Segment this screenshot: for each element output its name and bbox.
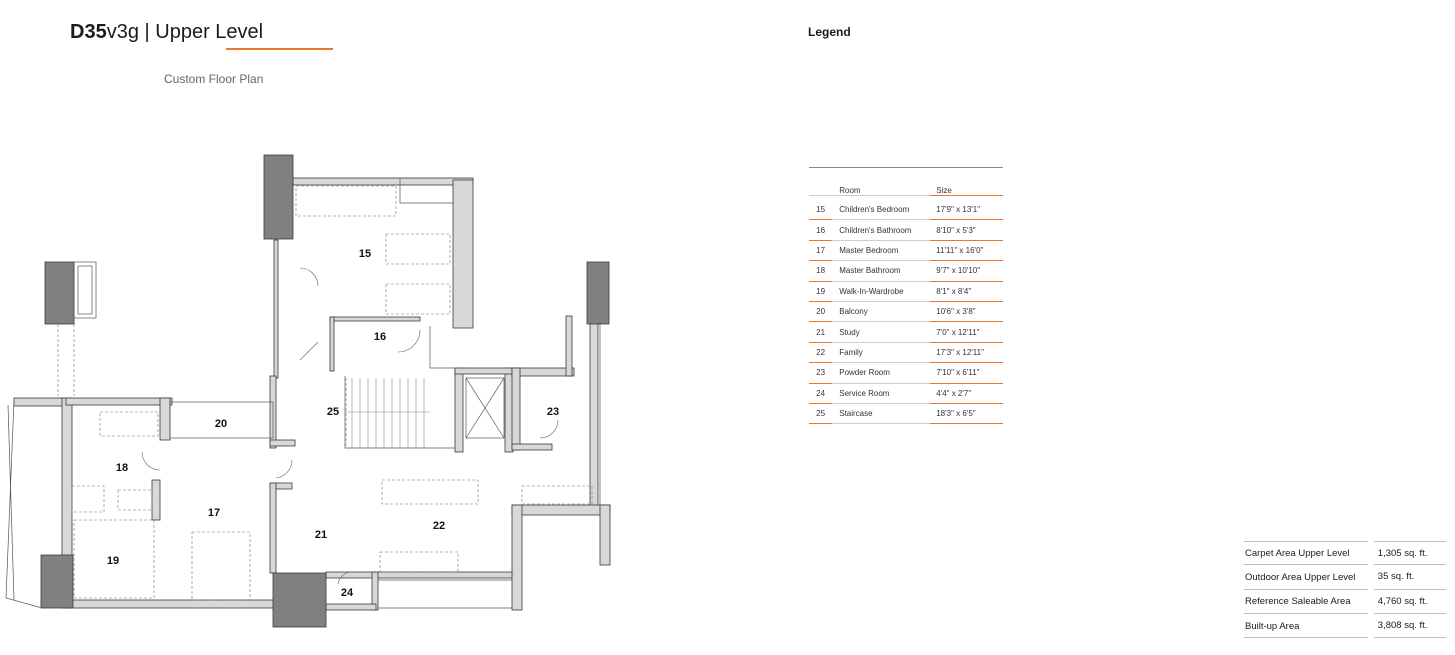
room-label-18: 18 <box>116 462 128 474</box>
legend-room-name: Family <box>832 343 931 364</box>
room-label-15: 15 <box>359 248 371 260</box>
legend-room-name: Walk-In-Wardrobe <box>832 282 931 302</box>
legend-header-size: Size <box>930 168 1003 196</box>
legend-room-name: Staircase <box>832 404 931 425</box>
title-block: D35v3g | Upper Level <box>70 20 333 50</box>
structural-columns <box>40 154 610 628</box>
room-label-19: 19 <box>107 555 119 567</box>
legend-room-size: 8'10" x 5'3" <box>930 220 1003 241</box>
legend-room-size: 10'6" x 3'8" <box>930 302 1003 323</box>
legend-room-name: Balcony <box>832 302 931 323</box>
room-label-25: 25 <box>327 406 339 418</box>
legend-room-name: Children's Bathroom <box>832 220 931 241</box>
legend-room-number: 20 <box>809 302 833 323</box>
legend-room-number: 15 <box>809 200 833 221</box>
legend-room-name: Powder Room <box>832 363 931 384</box>
room-label-21: 21 <box>315 529 327 541</box>
plan-title-rest: v3g | Upper Level <box>106 21 264 43</box>
legend-header-number <box>809 168 833 196</box>
legend-room-size: 17'9" x 13'1" <box>930 200 1003 221</box>
room-label-24: 24 <box>341 587 354 599</box>
legend-room-number: 25 <box>809 404 833 425</box>
legend-heading: Legend <box>808 25 851 39</box>
page-subtitle: Custom Floor Plan <box>164 72 264 86</box>
room-label-16: 16 <box>374 331 386 343</box>
legend-room-name: Master Bedroom <box>832 241 931 262</box>
legend-room-name: Children's Bedroom <box>832 200 931 221</box>
legend-room-size: 17'3" x 12'11" <box>930 343 1003 364</box>
plan-code: D35 <box>70 21 107 43</box>
room-label-23: 23 <box>547 406 559 418</box>
walls <box>13 177 611 611</box>
legend-room-name: Master Bathroom <box>832 261 931 282</box>
area-label: Outdoor Area Upper Level <box>1244 565 1368 590</box>
area-label: Built-up Area <box>1244 614 1368 639</box>
legend-room-size: 7'10" x 6'11" <box>930 363 1003 384</box>
room-label-22: 22 <box>433 520 445 532</box>
legend-room-number: 21 <box>809 322 833 343</box>
legend-room-name: Service Room <box>832 384 931 404</box>
area-label: Carpet Area Upper Level <box>1244 541 1368 566</box>
legend-room-size: 4'4" x 2'7" <box>930 384 1003 404</box>
furniture-fixtures <box>57 185 593 601</box>
legend-room-number: 24 <box>809 384 833 404</box>
legend-room-number: 19 <box>809 282 833 302</box>
legend-room-number: 17 <box>809 241 833 262</box>
room-label-20: 20 <box>215 418 227 430</box>
area-label: Reference Saleable Area <box>1244 590 1368 614</box>
area-value: 1,305 sq. ft. <box>1373 541 1446 566</box>
legend-room-name: Study <box>832 322 931 343</box>
area-value: 35 sq. ft. <box>1373 565 1446 590</box>
legend-room-number: 23 <box>809 363 833 384</box>
area-value: 3,808 sq. ft. <box>1373 614 1446 639</box>
legend-room-size: 9'7" x 10'10" <box>930 261 1003 282</box>
legend-header-room: Room <box>832 168 931 196</box>
area-value: 4,760 sq. ft. <box>1373 590 1446 614</box>
floor-plan: 15 16 17 18 19 20 21 22 23 24 25 <box>5 154 611 628</box>
door-swings <box>141 267 559 585</box>
legend-room-size: 18'3" x 6'5" <box>930 404 1003 425</box>
legend-room-number: 18 <box>809 261 833 282</box>
legend-header-row: Room Size <box>809 168 1003 200</box>
title-accent-line <box>226 48 333 50</box>
legend-room-number: 22 <box>809 343 833 364</box>
legend-room-number: 16 <box>809 220 833 241</box>
outline-lines <box>5 178 601 609</box>
page-title: D35v3g | Upper Level <box>70 20 264 44</box>
staircase-treads <box>345 378 430 448</box>
legend-room-size: 7'0" x 12'11" <box>930 322 1003 343</box>
legend-room-size: 11'11" x 16'0" <box>930 241 1003 262</box>
room-number-labels: 15 16 17 18 19 20 21 22 23 24 25 <box>107 248 559 599</box>
room-label-17: 17 <box>208 507 220 519</box>
legend-room-size: 8'1" x 8'4" <box>930 282 1003 302</box>
